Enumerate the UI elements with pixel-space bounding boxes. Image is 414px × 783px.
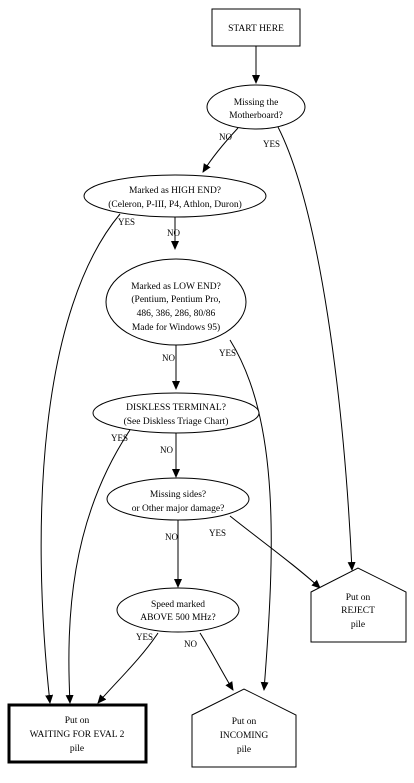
node-diskless-terminal-line-1: DISKLESS TERMINAL? xyxy=(126,403,226,413)
edge-label-speed-no: NO xyxy=(184,639,197,649)
node-incoming-pile-line-3: pile xyxy=(237,745,251,755)
node-reject-pile-line-1: Put on xyxy=(346,593,371,603)
node-incoming-pile-line-1: Put on xyxy=(232,717,257,727)
edge-label-low-end-no: NO xyxy=(162,353,175,363)
node-high-end: Marked as HIGH END? (Celeron, P-III, P4,… xyxy=(83,174,267,218)
node-speed-line-1: Speed marked xyxy=(151,600,205,610)
edge-missing-mb-no xyxy=(202,127,239,173)
node-waiting-pile-line-1: Put on xyxy=(65,716,90,726)
node-speed: Speed marked ABOVE 500 MHz? xyxy=(116,587,240,633)
node-waiting-pile-line-3: pile xyxy=(70,744,84,754)
edge-label-high-end-yes: YES xyxy=(118,217,135,227)
edge-label-diskless-yes: YES xyxy=(111,433,128,443)
edge-speed-yes xyxy=(97,632,159,704)
node-low-end: Marked as LOW END? (Pentium, Pentium Pro… xyxy=(105,258,247,346)
node-reject-pile-line-3: pile xyxy=(351,620,365,630)
edge-label-low-end-yes: YES xyxy=(219,348,236,358)
node-diskless-terminal: DISKLESS TERMINAL? (See Diskless Triage … xyxy=(92,392,260,434)
edge-label-missing-mb-yes: YES xyxy=(263,139,280,149)
edge-missing-mb-yes xyxy=(277,126,356,571)
node-waiting-pile-line-2: WAITING FOR EVAL 2 xyxy=(30,730,125,740)
edge-label-missing-sides-yes: YES xyxy=(209,528,226,538)
edge-label-diskless-no: NO xyxy=(160,445,173,455)
edge-diskless-yes xyxy=(65,429,131,704)
node-missing-motherboard-line-2: Motherboard? xyxy=(229,111,283,121)
node-speed-line-2: ABOVE 500 MHz? xyxy=(140,613,215,623)
edge-missing-sides-yes xyxy=(229,515,321,589)
node-missing-sides: Missing sides? or Other major damage? xyxy=(106,477,250,521)
node-reject-pile-line-2: REJECT xyxy=(341,606,375,616)
edge-label-high-end-no: NO xyxy=(167,228,180,238)
edge-low-end-yes xyxy=(229,339,272,691)
node-low-end-line-3: 486, 386, 286, 80/86 xyxy=(137,309,216,319)
node-waiting-pile: Put on WAITING FOR EVAL 2 pile xyxy=(7,703,148,764)
node-incoming-pile: Put on INCOMING pile xyxy=(191,688,297,768)
node-missing-motherboard-line-1: Missing the xyxy=(234,98,279,108)
node-high-end-line-2: (Celeron, P-III, P4, Athlon, Duron) xyxy=(108,199,242,210)
edge-label-missing-mb-no: NO xyxy=(219,132,232,142)
node-start: START HERE xyxy=(211,8,301,47)
node-low-end-line-1: Marked as LOW END? xyxy=(131,282,221,292)
node-start-line-1: START HERE xyxy=(228,24,284,34)
edges xyxy=(40,46,356,704)
node-incoming-pile-line-2: INCOMING xyxy=(220,731,269,741)
edge-label-speed-yes: YES xyxy=(136,632,153,642)
node-low-end-line-2: (Pentium, Pentium Pro, xyxy=(131,294,220,305)
node-missing-sides-line-2: or Other major damage? xyxy=(132,504,225,514)
node-missing-motherboard: Missing the Motherboard? xyxy=(206,84,306,130)
edge-labels: NO YES YES NO NO YES YES NO NO YES YES N… xyxy=(111,132,280,649)
node-diskless-terminal-line-2: (See Diskless Triage Chart) xyxy=(124,416,229,427)
node-low-end-line-4: Made for Windows 95) xyxy=(132,322,220,333)
node-high-end-line-1: Marked as HIGH END? xyxy=(129,186,221,196)
edge-label-missing-sides-no: NO xyxy=(165,532,178,542)
node-reject-pile: Put on REJECT pile xyxy=(310,567,407,643)
edge-high-end-yes xyxy=(40,213,121,704)
node-missing-sides-line-1: Missing sides? xyxy=(150,490,206,500)
edge-speed-no xyxy=(199,632,234,691)
